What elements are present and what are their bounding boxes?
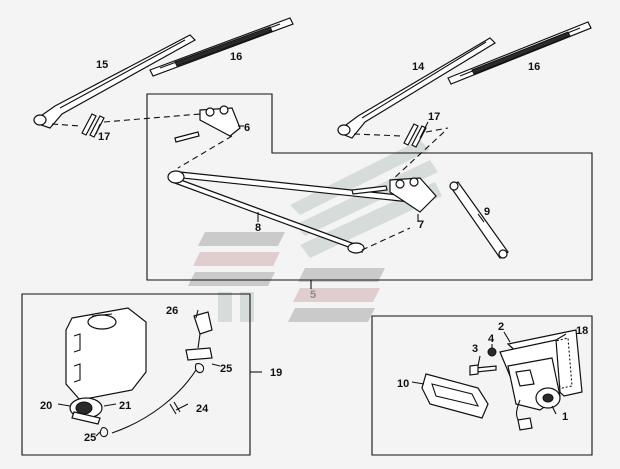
label-nozzle-clip: 25	[220, 363, 232, 375]
label-arm-left: 15	[96, 59, 108, 71]
label-pump-seal: 21	[119, 400, 131, 412]
pivot-left[interactable]	[174, 105, 241, 143]
reservoir-group-box	[21, 293, 251, 456]
label-linkage-rod: 8	[255, 222, 261, 234]
label-pivot-right: 7	[418, 219, 424, 231]
label-hose: 24	[196, 403, 209, 415]
label-clip-left: 17	[98, 131, 110, 143]
linkage-rod[interactable]	[167, 170, 411, 254]
washer-nozzle[interactable]	[185, 311, 213, 361]
wiper-arm-left[interactable]	[33, 34, 196, 129]
washer-hose[interactable]	[111, 369, 197, 434]
label-screw: 3	[472, 343, 478, 355]
label-pivot-left: 6	[244, 122, 250, 134]
label-nozzle: 26	[166, 305, 178, 317]
label-cover: 10	[397, 378, 409, 390]
label-arm-right: 14	[412, 61, 425, 73]
clip-right[interactable]	[403, 123, 427, 148]
nut[interactable]	[487, 347, 497, 357]
label-motor: 1	[562, 411, 568, 423]
label-pump: 20	[40, 400, 52, 412]
wiper-arm-right[interactable]	[337, 37, 496, 139]
label-clip-right: 17	[428, 111, 440, 123]
motor-group-box	[371, 315, 593, 456]
label-motor-frame: 18	[576, 325, 588, 337]
label-reservoir-group: 19	[270, 367, 282, 379]
label-hose-clip: 25	[84, 432, 96, 444]
leader-lines	[57, 121, 567, 437]
clip-left[interactable]	[81, 113, 105, 138]
screw[interactable]	[469, 364, 497, 376]
label-blade-right: 16	[528, 61, 540, 73]
label-nut: 4	[488, 333, 495, 345]
wiper-blade-left[interactable]	[149, 17, 294, 77]
label-link-arm: 9	[484, 206, 490, 218]
hose-clip-lower[interactable]	[99, 427, 109, 438]
linkage-group-box	[146, 93, 593, 281]
washer-reservoir[interactable]	[65, 307, 147, 401]
hose-clip-upper[interactable]	[194, 363, 205, 374]
washer-pump[interactable]	[69, 397, 103, 425]
motor-cover[interactable]	[421, 373, 489, 419]
label-linkage-group: 5	[310, 289, 316, 301]
label-gasket: 2	[498, 321, 504, 333]
pivot-right[interactable]	[351, 177, 437, 213]
link-arm[interactable]	[449, 181, 509, 259]
wiper-blade-right[interactable]	[447, 21, 592, 85]
wiper-motor[interactable]	[507, 357, 561, 431]
label-blade-left: 16	[230, 51, 242, 63]
